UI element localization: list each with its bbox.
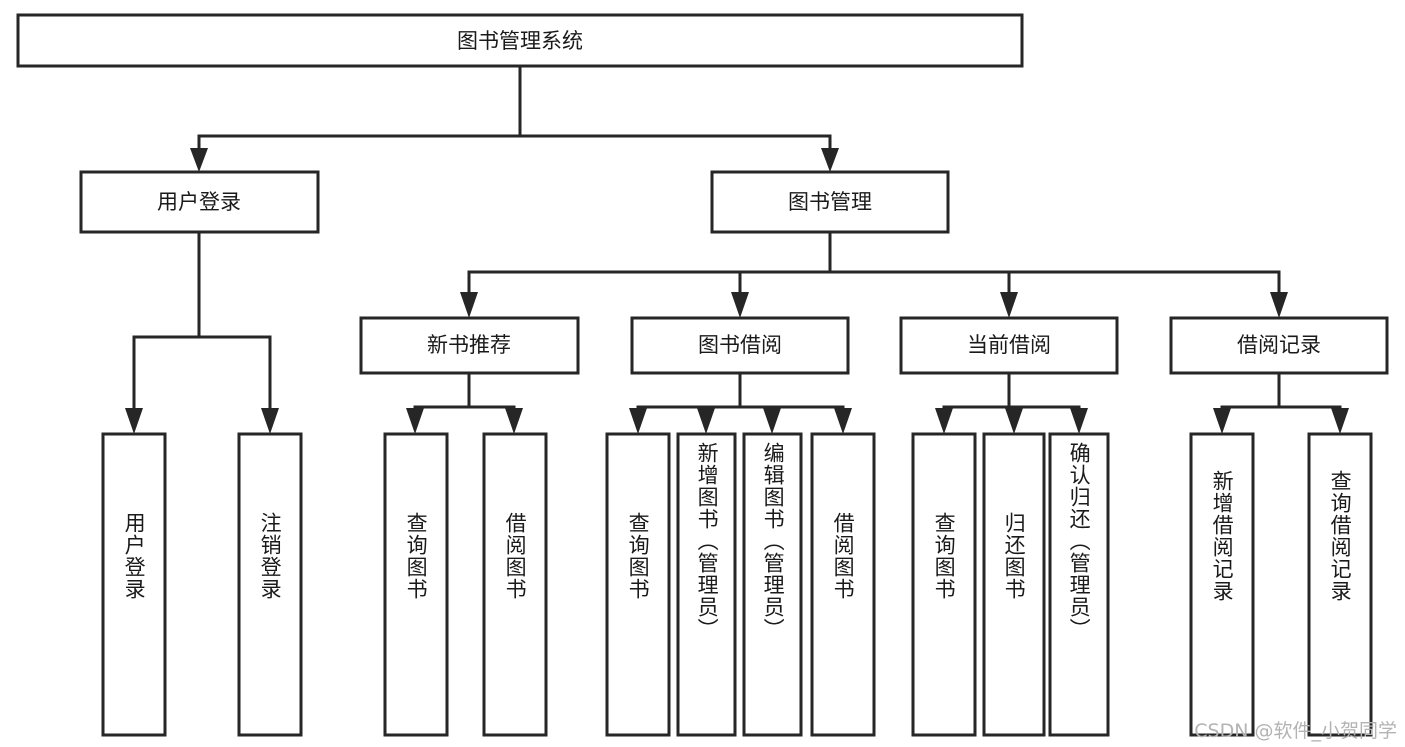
leaf-box-edit-book-admin [742, 432, 803, 737]
leaf-box-logout [237, 432, 303, 737]
connector-book-management-to-level3 [460, 230, 1288, 318]
arrow-head-icon [1270, 292, 1288, 318]
leaf-box-user-login [101, 432, 167, 737]
level3-label-book-borrow: 图书借阅 [698, 333, 782, 357]
node-borrow-record: 借阅记录 [1169, 316, 1389, 375]
leaf-label-query-book-borrow: 查询图书 [626, 512, 651, 600]
arrow-head-icon [821, 148, 839, 172]
leaf-label-return-book: 归还图书 [1002, 512, 1027, 600]
leaf-label-borrow-book-recommend: 借阅图书 [503, 512, 528, 600]
connector-root-to-level2 [190, 64, 839, 172]
level2-label-user-login: 用户登录 [157, 190, 241, 214]
node-book-borrow: 图书借阅 [630, 316, 850, 375]
arrow-head-icon [1070, 408, 1088, 434]
level3-label-current-borrow: 当前借阅 [967, 333, 1051, 357]
root-box [16, 13, 1024, 68]
arrow-head-icon [697, 408, 715, 434]
leaf-label-edit-book-admin: 编辑图书（管理员） [761, 442, 786, 640]
watermark-text: CSDN @软件_小贺同学 [1194, 720, 1397, 742]
leaf-label-query-book-current: 查询图书 [932, 512, 957, 600]
level2-label-book-management: 图书管理 [788, 190, 872, 214]
leaf-label-logout: 注销登录 [258, 512, 283, 600]
arrow-head-icon [1005, 408, 1023, 434]
arrow-head-icon [261, 408, 279, 434]
arrow-head-icon [834, 408, 852, 434]
arrow-head-icon [1331, 408, 1349, 434]
leaf-box-return-book [982, 432, 1046, 737]
leaf-box-confirm-return-admin [1048, 432, 1110, 737]
leaf-box-borrow-book [810, 432, 876, 737]
leaf-box-borrow-book-recommend [482, 432, 548, 737]
level3-box-current-borrow [899, 316, 1119, 375]
node-book-management: 图书管理 [710, 170, 950, 234]
arrow-head-icon [935, 408, 953, 434]
leaf-box-add-book-admin [676, 432, 737, 737]
level3-label-borrow-record: 借阅记录 [1237, 333, 1321, 357]
leaf-box-query-borrow-record [1307, 432, 1373, 737]
arrow-head-icon [1213, 408, 1231, 434]
level3-box-new-book-recommend [359, 316, 580, 375]
leaf-label-user-login: 用户登录 [122, 512, 147, 600]
arrow-head-icon [406, 408, 424, 434]
leaf-label-add-book-admin: 新增图书（管理员） [695, 442, 720, 640]
leaf-label-add-borrow-record: 新增借阅记录 [1210, 470, 1235, 602]
connector-borrow-record-to-leaves [1213, 371, 1349, 434]
level3-label-new-book-recommend: 新书推荐 [427, 333, 511, 357]
connector-book-borrow-to-leaves [629, 371, 852, 434]
leaf-box-add-borrow-record [1189, 432, 1255, 737]
node-new-book-recommend: 新书推荐 [359, 316, 580, 375]
leaf-box-query-book-borrow [605, 432, 671, 737]
root-label: 图书管理系统 [457, 29, 583, 53]
arrow-head-icon [1000, 292, 1018, 318]
connector-user-login-to-leaves [125, 230, 279, 434]
arrow-head-icon [190, 148, 208, 172]
connector-new-book-recommend-to-leaves [406, 371, 523, 434]
arrow-head-icon [731, 292, 749, 318]
arrow-head-icon [629, 408, 647, 434]
arrow-head-icon [125, 408, 143, 434]
node-root: 图书管理系统 [16, 13, 1024, 68]
node-current-borrow: 当前借阅 [899, 316, 1119, 375]
leaf-label-query-borrow-record: 查询借阅记录 [1328, 470, 1353, 602]
leaf-label-confirm-return-admin: 确认归还（管理员） [1067, 442, 1092, 640]
leaf-box-query-book-current [911, 432, 977, 737]
leaf-box-query-book-recommend [383, 432, 449, 737]
arrow-head-icon [460, 292, 478, 318]
arrow-head-icon [763, 408, 781, 434]
arrow-head-icon [505, 408, 523, 434]
node-user-login: 用户登录 [79, 170, 320, 234]
leaf-label-borrow-book: 借阅图书 [831, 512, 856, 600]
connector-current-borrow-to-leaves [935, 371, 1088, 434]
leaf-label-query-book-recommend: 查询图书 [404, 512, 429, 600]
